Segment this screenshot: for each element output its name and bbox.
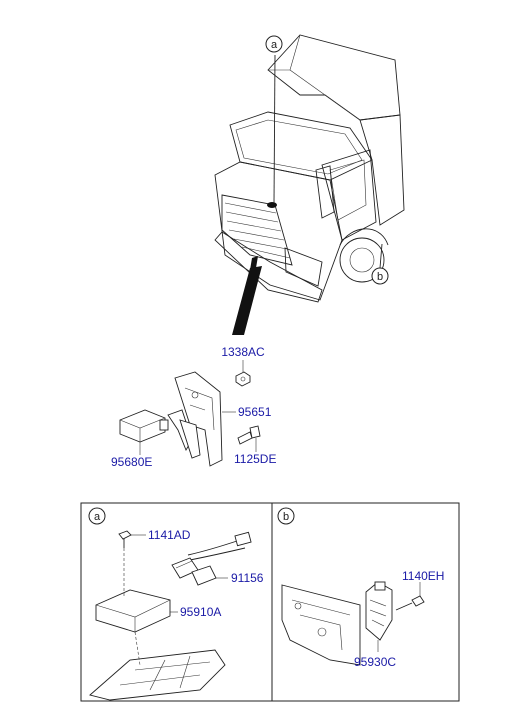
label-1140EH: 1140EH (402, 569, 444, 583)
impact-sensor-location-marker (267, 202, 277, 208)
label-95910A: 95910A (180, 605, 221, 619)
detail-panel-frame (80, 502, 460, 702)
label-95651: 95651 (238, 405, 272, 419)
detail-panel-b: b (277, 507, 425, 666)
label-1125DE: 1125DE (234, 452, 276, 466)
label-95680E: 95680E (111, 455, 152, 469)
bracket-assembly (119, 371, 261, 467)
svg-text:a: a (271, 39, 278, 51)
bracket-leader-lines (139, 360, 257, 455)
label-1338AC: 1338AC (221, 345, 265, 359)
callout-a[interactable]: a (265, 35, 283, 53)
detail-panel-a: a (88, 507, 252, 701)
callout-b[interactable]: b (371, 267, 389, 285)
svg-text:a: a (94, 511, 101, 523)
label-95930C: 95930C (354, 655, 396, 669)
svg-text:b: b (377, 271, 383, 283)
label-91156: 91156 (231, 571, 264, 585)
truck-cab-illustration (214, 34, 405, 335)
harness-leader-arrow (232, 266, 262, 335)
label-1141AD: 1141AD (148, 528, 191, 542)
svg-text:b: b (283, 511, 289, 523)
